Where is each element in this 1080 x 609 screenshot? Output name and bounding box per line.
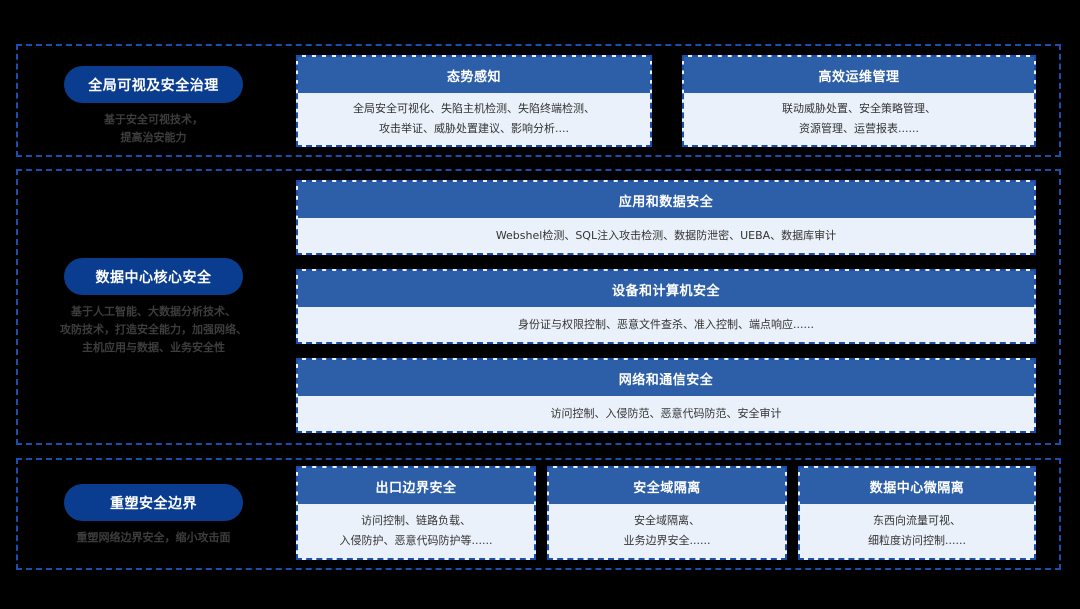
card-description: 身份证与权限控制、恶意文件查杀、准入控制、端点响应......: [518, 317, 814, 331]
card-efficient-ops: 高效运维管理 联动威胁处置、安全策略管理、 资源管理、运营报表......: [682, 55, 1036, 147]
layer-datacenter-core: [16, 169, 1061, 445]
card-title: 出口边界安全: [298, 468, 534, 504]
layer-desc-global-visibility: 基于安全可视技术， 提高治安能力: [104, 113, 203, 144]
card-description: 东西向流量可视、 细粒度访问控制......: [868, 514, 966, 547]
card-description: 联动威胁处置、安全策略管理、 资源管理、运营报表......: [782, 102, 936, 135]
layer-title-global-visibility: 全局可视及安全治理: [64, 66, 243, 103]
card-network-comm-security: 网络和通信安全 访问控制、入侵防范、恶意代码防范、安全审计: [296, 358, 1036, 433]
card-description: Webshel检测、SQL注入攻击检测、数据防泄密、UEBA、数据库审计: [495, 228, 837, 242]
card-device-computer-security: 设备和计算机安全 身份证与权限控制、恶意文件查杀、准入控制、端点响应......: [296, 269, 1036, 344]
card-title: 数据中心微隔离: [800, 468, 1034, 504]
card-datacenter-microsegmentation: 数据中心微隔离 东西向流量可视、 细粒度访问控制......: [798, 466, 1036, 560]
card-description: 全局安全可视化、失陷主机检测、失陷终端检测、 攻击举证、威胁处置建议、影响分析.…: [353, 102, 595, 135]
layer-reshape-boundary: [16, 458, 1061, 570]
layer-desc-datacenter-core: 基于人工智能、大数据分析技术、 攻防技术，打造安全能力，加强网络、 主机应用与数…: [60, 305, 247, 354]
layer-desc-reshape-boundary: 重塑网络边界安全，缩小攻击面: [76, 531, 231, 544]
card-situational-awareness: 态势感知 全局安全可视化、失陷主机检测、失陷终端检测、 攻击举证、威胁处置建议、…: [296, 55, 652, 147]
card-description: 访问控制、入侵防范、恶意代码防范、安全审计: [550, 406, 782, 420]
layer-title-reshape-boundary: 重塑安全边界: [64, 484, 243, 521]
layer-title-datacenter-core: 数据中心核心安全: [64, 258, 243, 295]
card-description: 访问控制、链路负载、 入侵防护、恶意代码防护等......: [339, 514, 493, 547]
card-title: 设备和计算机安全: [298, 271, 1034, 307]
card-title: 高效运维管理: [684, 57, 1034, 93]
card-app-data-security: 应用和数据安全 Webshel检测、SQL注入攻击检测、数据防泄密、UEBA、数…: [296, 180, 1036, 255]
card-security-domain-isolation: 安全域隔离 安全域隔离、 业务边界安全......: [547, 466, 787, 560]
card-title: 应用和数据安全: [298, 182, 1034, 218]
card-title: 态势感知: [298, 57, 650, 93]
card-egress-boundary: 出口边界安全 访问控制、链路负载、 入侵防护、恶意代码防护等......: [296, 466, 536, 560]
layer-global-visibility: [16, 44, 1061, 157]
card-title: 网络和通信安全: [298, 360, 1034, 396]
card-title: 安全域隔离: [549, 468, 785, 504]
card-description: 安全域隔离、 业务边界安全......: [623, 514, 711, 547]
